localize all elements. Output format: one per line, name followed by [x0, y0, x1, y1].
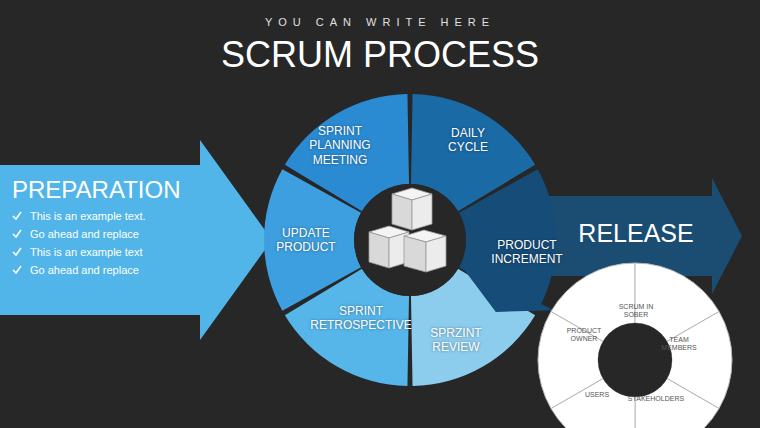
bullet-row: This is an example text: [12, 246, 192, 258]
step-text: SPRINT RETROSPECTIVE: [306, 304, 416, 333]
bullet-text: This is an example text.: [30, 210, 146, 222]
process-step: SPRZINT REVIEW: [421, 326, 491, 355]
increment-arrowhead: [460, 265, 553, 312]
step-text: SPRINT PLANNING MEETING: [300, 124, 380, 167]
bullet-row: Go ahead and replace: [12, 264, 192, 276]
preparation-block: PREPARATION This is an example text. Go ah…: [12, 176, 192, 276]
step-text: PRODUCT OWNER: [564, 327, 604, 344]
role-label: SCRUM IN SOBER: [616, 303, 656, 320]
step-text: SPRZINT REVIEW: [421, 326, 491, 355]
step-text: STAKEHOLDERS: [626, 395, 686, 403]
header: YOU CAN WRITE HERE SCRUM PROCESS: [0, 16, 760, 76]
step-text: DAILY CYCLE: [433, 126, 503, 155]
check-mark: [12, 265, 22, 275]
subtitle: YOU CAN WRITE HERE: [0, 16, 760, 28]
process-step: DAILY CYCLE: [433, 126, 503, 155]
role-label: TEAM MEMBERS: [659, 336, 699, 353]
bullet-text: This is an example text: [30, 246, 143, 258]
donut-hole: [598, 323, 672, 397]
role-label: PRODUCT OWNER: [564, 327, 604, 344]
check-mark: [12, 247, 22, 257]
roles-donut: [538, 263, 732, 428]
process-step: PRODUCT INCREMENT: [487, 238, 567, 267]
step-text: SCRUM IN SOBER: [616, 303, 656, 320]
step-text: UPDATE PRODUCT: [271, 226, 341, 255]
bullet-row: Go ahead and replace: [12, 228, 192, 240]
bullet-row: This is an example text.: [12, 210, 192, 222]
title: SCRUM PROCESS: [0, 34, 760, 76]
step-text: USERS: [577, 391, 617, 399]
boxes-icon: [369, 188, 446, 272]
release-label: RELEASE: [578, 218, 693, 248]
ring-hole: [354, 184, 466, 296]
bullet-text: Go ahead and replace: [30, 228, 139, 240]
step-text: RELEASE: [578, 218, 693, 248]
process-step: UPDATE PRODUCT: [271, 226, 341, 255]
role-label: STAKEHOLDERS: [626, 395, 686, 403]
process-step: SPRINT PLANNING MEETING: [300, 124, 380, 167]
step-text: TEAM MEMBERS: [659, 336, 699, 353]
role-label: USERS: [577, 391, 617, 399]
step-text: PRODUCT INCREMENT: [487, 238, 567, 267]
check-mark: [12, 229, 22, 239]
section-heading: PREPARATION: [12, 176, 192, 204]
ring-segment: [264, 169, 361, 311]
preparation-arrow: [0, 140, 272, 340]
check-mark: [12, 211, 22, 221]
bullet-text: Go ahead and replace: [30, 264, 139, 276]
process-step: SPRINT RETROSPECTIVE: [306, 304, 416, 333]
